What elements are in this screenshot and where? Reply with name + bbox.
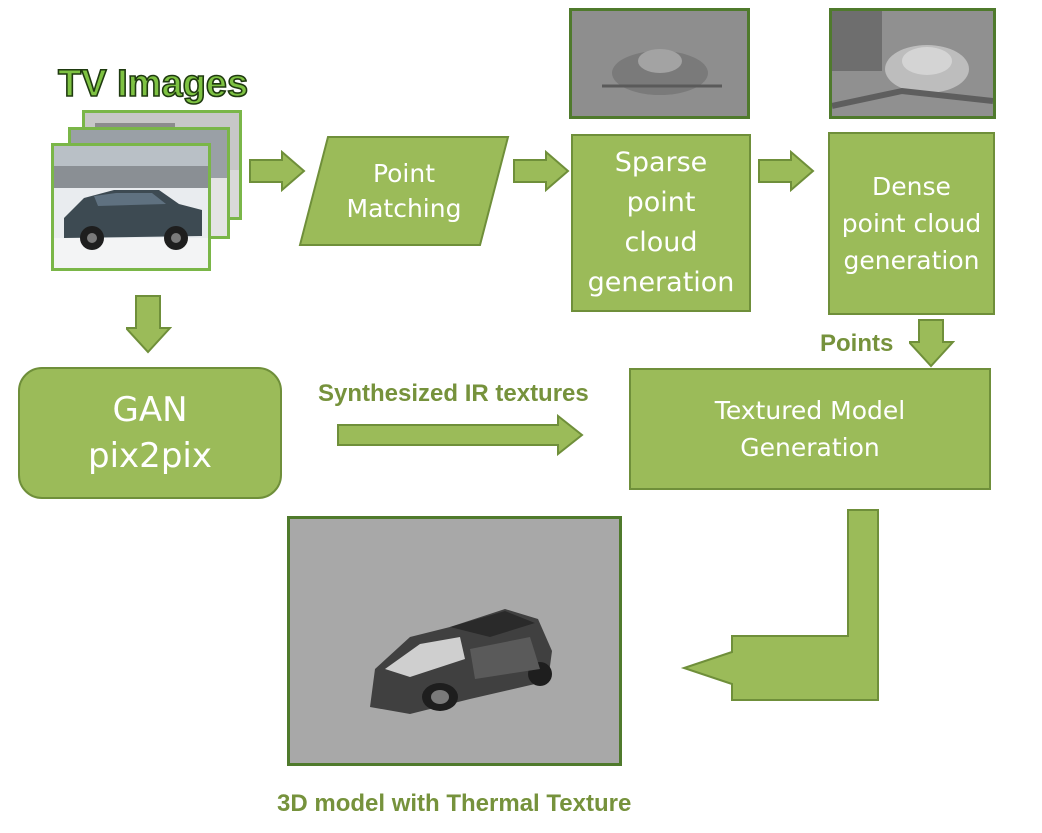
thermal-model-image [287,516,622,766]
title-svg: TV Images [57,62,249,106]
dense-cloud-label: Dense point cloud generation [841,172,982,275]
sparse-cloud-image [569,8,750,119]
gan-node: GAN pix2pix [18,367,282,499]
car-photo [54,146,208,268]
point-matching-label: Point Matching [346,159,462,223]
arrow-gan-to-textured [337,414,584,456]
arrow-sparse-to-dense [758,150,815,192]
dense-cloud-node: Dense point cloud generation [828,132,995,315]
arrow-images-to-gan [126,295,172,354]
textured-model-node: Textured Model Generation [629,368,991,490]
tv-image-front [51,143,211,271]
synth-ir-label: Synthesized IR textures [318,380,589,407]
parallelogram-svg [298,136,510,246]
points-label: Points [820,330,894,357]
thermal-model-svg [290,519,619,763]
textured-model-label: Textured Model Generation [714,396,906,462]
dense-cloud-svg [832,11,993,116]
title-text: TV Images [58,63,248,105]
sparse-cloud-node: Sparse point cloud generation [571,134,751,312]
arrow-dense-to-textured [909,319,955,368]
sparse-cloud-svg [572,11,747,116]
arrow-matching-to-sparse [513,150,570,192]
dense-cloud-image [829,8,996,119]
output-label: 3D model with Thermal Texture [277,790,632,817]
diagram-title: TV Images [56,58,256,108]
gan-label: GAN pix2pix [88,390,212,476]
point-matching-shape: Point Matching [298,135,510,247]
arrow-textured-to-output [680,509,879,701]
sparse-cloud-label: Sparse point cloud generation [587,147,735,298]
arrow-images-to-matching [249,150,306,192]
